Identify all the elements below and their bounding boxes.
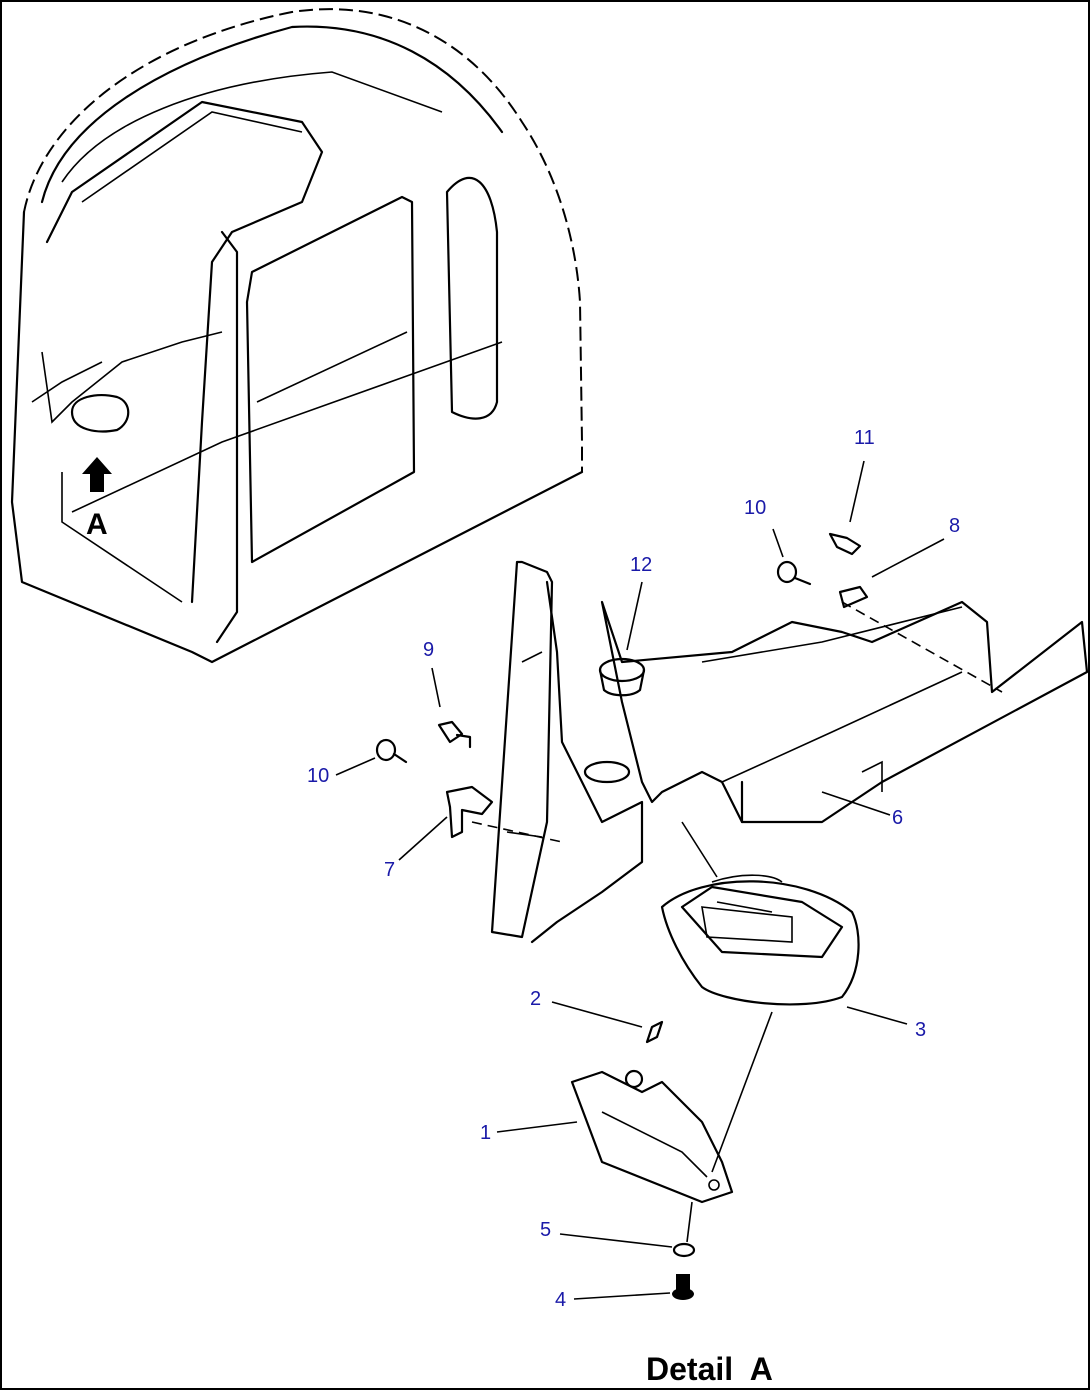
view-arrow: A <box>82 457 112 541</box>
cover-hole <box>583 760 631 784</box>
part-2-pin <box>645 1020 664 1044</box>
pillar-cover <box>490 560 644 944</box>
part-10-screw-right <box>776 560 812 586</box>
callout-5: 5 <box>540 1219 551 1241</box>
callout-2: 2 <box>530 988 541 1010</box>
callout-6: 6 <box>892 807 903 829</box>
part-7-clip <box>445 785 494 839</box>
callout-12: 12 <box>630 554 652 576</box>
callout-9: 9 <box>423 639 434 661</box>
callout-10-left: 10 <box>307 765 329 787</box>
callout-labels: 1 2 3 4 5 6 7 8 9 10 10 11 12 <box>307 427 960 1311</box>
callout-1: 1 <box>480 1122 491 1144</box>
callout-10-right: 10 <box>744 497 766 519</box>
cab-outline <box>10 8 584 664</box>
assembly-lines <box>471 601 1003 1243</box>
part-9-screw <box>437 720 472 749</box>
part-10-screw-left <box>375 738 408 764</box>
part-5-washer <box>672 1242 696 1258</box>
callout-4: 4 <box>555 1289 566 1311</box>
part-1-bracket <box>570 1069 734 1204</box>
part-4-bolt <box>672 1274 694 1300</box>
leader-lines <box>335 460 945 1300</box>
detail-title: Detail A <box>646 1351 773 1387</box>
part-6-floor-cover <box>600 600 1088 824</box>
callout-11: 11 <box>854 427 875 449</box>
callout-8: 8 <box>949 515 960 537</box>
view-a-label: A <box>86 508 108 541</box>
callout-7: 7 <box>384 859 395 881</box>
part-12-cap <box>598 657 646 697</box>
callout-3: 3 <box>915 1019 926 1041</box>
part-3-unit <box>660 874 860 1006</box>
part-11-screw <box>828 532 862 556</box>
